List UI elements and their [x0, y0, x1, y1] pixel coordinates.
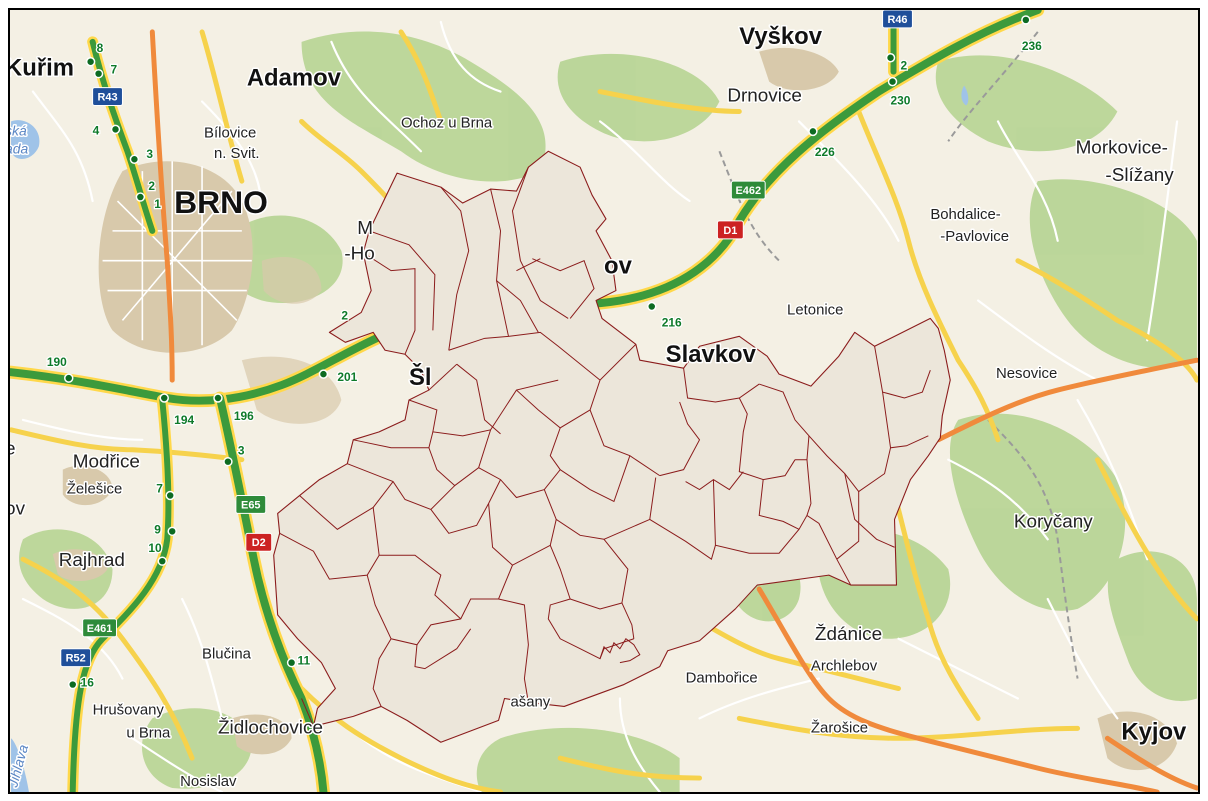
- municipal-borders-detail: [599, 638, 641, 664]
- km-marker-190: 190: [47, 355, 67, 369]
- shield-e65: E65: [235, 495, 267, 514]
- place-label-ov: ov: [604, 253, 633, 280]
- shield-r43: R43: [92, 87, 123, 107]
- place-label-rajhrad: Rajhrad: [59, 550, 125, 571]
- svg-text:E65: E65: [241, 499, 260, 511]
- svg-text:R52: R52: [66, 653, 86, 665]
- place-label-u-brna: u Brna: [126, 724, 171, 741]
- km-marker-1: 1: [154, 197, 161, 211]
- highlighted-region[interactable]: [273, 150, 951, 743]
- place-label-korycany: Koryčany: [1014, 511, 1093, 532]
- place-label-ho: -Ho: [344, 244, 374, 265]
- primary-roads: [149, 29, 1198, 792]
- km-marker-196: 196: [234, 409, 254, 423]
- place-label-pavlovice: -Pavlovice: [940, 228, 1009, 245]
- place-label-m: M: [357, 218, 373, 239]
- water-label-ska: ská: [10, 122, 27, 138]
- km-marker-2: 2: [900, 59, 907, 73]
- km-marker-9: 9: [154, 522, 161, 536]
- place-label-e: e: [10, 439, 16, 460]
- km-marker-230: 230: [891, 94, 911, 108]
- place-label-zarosice: Žarošice: [811, 719, 868, 736]
- place-label-damborice: Dambořice: [686, 670, 758, 687]
- place-label-blucina: Blučina: [202, 646, 252, 663]
- svg-text:D1: D1: [723, 225, 737, 237]
- km-marker-10: 10: [148, 541, 162, 555]
- km-marker-7: 7: [111, 63, 118, 77]
- km-marker-16: 16: [81, 676, 95, 690]
- svg-text:E461: E461: [87, 623, 113, 635]
- km-marker-2: 2: [341, 308, 348, 322]
- interchange-dots: [64, 15, 1031, 690]
- water-bodies: [11, 85, 969, 792]
- place-label-ochoz-u-brna: Ochoz u Brna: [401, 114, 493, 131]
- place-label-morkovice: Morkovice-: [1076, 137, 1168, 158]
- km-marker-3: 3: [238, 444, 245, 458]
- place-label-kurim: Kuřim: [10, 55, 74, 82]
- km-marker-7: 7: [156, 482, 163, 496]
- place-label-hrusovany: Hrušovany: [93, 701, 165, 718]
- place-label-vyskov: Vyškov: [739, 23, 822, 50]
- km-marker-4: 4: [93, 123, 100, 137]
- map-canvas[interactable]: R46 R43 E462 D1 E65 D2 E461 R52 87432123…: [10, 10, 1198, 792]
- place-label-drnovice: Drnovice: [727, 86, 802, 107]
- shield-d1: D1: [716, 220, 744, 240]
- km-marker-236: 236: [1022, 39, 1042, 53]
- place-label-slavkov: Slavkov: [666, 341, 757, 368]
- svg-text:E462: E462: [735, 185, 761, 197]
- km-marker-3: 3: [146, 147, 153, 161]
- km-marker-8: 8: [97, 41, 104, 55]
- urban-brno: [98, 161, 253, 353]
- main-roads: [10, 29, 1198, 792]
- place-label-adamov: Adamov: [247, 65, 342, 92]
- place-label-slizany: -Slížany: [1105, 165, 1174, 186]
- svg-text:R46: R46: [887, 14, 907, 26]
- shield-r52: R52: [60, 648, 92, 668]
- place-label-archlebov: Archlebov: [811, 658, 878, 675]
- place-label-brno: BRNO: [174, 184, 268, 220]
- km-marker-201: 201: [337, 370, 357, 384]
- km-marker-194: 194: [174, 413, 194, 427]
- place-label-zelesice: Želešice: [67, 481, 123, 498]
- place-label-bilovice: Bílovice: [204, 124, 256, 141]
- place-label-letonice: Letonice: [787, 301, 843, 318]
- place-label-ov: ov: [10, 498, 26, 519]
- svg-text:D2: D2: [252, 537, 266, 549]
- railways: [718, 31, 1079, 679]
- place-label-nosislav: Nosislav: [180, 773, 237, 790]
- place-label-sl: Šl: [409, 363, 432, 391]
- place-label-kyjov: Kyjov: [1121, 718, 1187, 745]
- shield-d2: D2: [245, 532, 273, 552]
- place-label-n-svit: n. Svit.: [214, 145, 260, 162]
- km-marker-2: 2: [148, 179, 155, 193]
- km-marker-226: 226: [815, 145, 835, 159]
- road-shields: R46 R43 E462 D1 E65 D2 E461 R52: [60, 10, 913, 668]
- region-outline[interactable]: [273, 150, 951, 743]
- km-marker-11: 11: [298, 654, 311, 668]
- place-label-asany: ašany: [510, 693, 550, 710]
- place-label-zdanice: Ždánice: [815, 624, 882, 645]
- shield-r46: R46: [882, 10, 913, 29]
- shield-e462: E462: [730, 180, 766, 200]
- water-label-ada: ada: [10, 140, 29, 156]
- km-marker-216: 216: [662, 315, 682, 329]
- place-label-modrice: Modřice: [73, 452, 140, 473]
- svg-text:R43: R43: [98, 92, 118, 104]
- municipal-borders: [279, 167, 931, 727]
- place-label-nesovice: Nesovice: [996, 365, 1057, 382]
- place-label-zidlochovice: Židlochovice: [218, 717, 323, 738]
- shield-e461: E461: [82, 618, 117, 638]
- place-label-bohdalice: Bohdalice-: [930, 206, 1000, 223]
